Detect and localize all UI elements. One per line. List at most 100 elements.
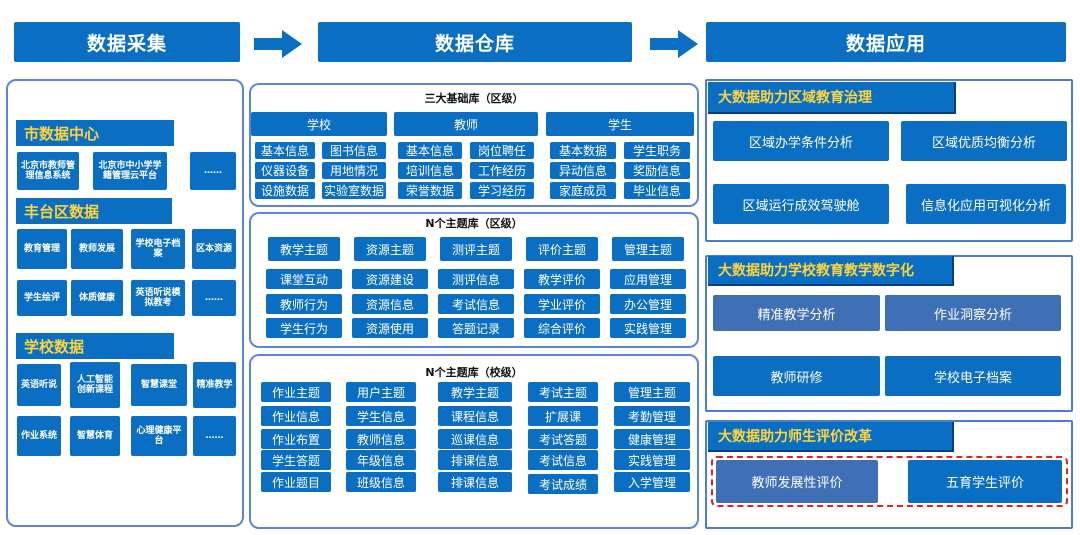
district-topic-cell: 课堂互动 <box>266 269 342 289</box>
school-topic-head: 教学主题 <box>438 382 512 402</box>
school-topic-cell: 排课信息 <box>438 450 512 470</box>
governance-item: 区域办学条件分析 <box>713 121 889 161</box>
governance-item: 区域运行成效驾驶舱 <box>713 184 889 224</box>
school-item: 英语听说 <box>17 364 61 406</box>
school-item: 心理健康平台 <box>131 416 187 456</box>
base-cell: 学习经历 <box>470 182 534 199</box>
header-data-application: 数据应用 <box>706 22 1066 62</box>
school-topic-head: 作业主题 <box>261 382 331 402</box>
school-topic-cell: 学生答题 <box>261 450 331 470</box>
school-topic-cell: 作业题目 <box>261 472 331 492</box>
district-topic-head: 管理主题 <box>612 237 684 261</box>
school-topic-cell: 学生信息 <box>346 406 416 426</box>
base-cell: 基本数据 <box>550 142 616 159</box>
base-cell: 学生职务 <box>624 142 690 159</box>
school-item: 作业系统 <box>17 416 61 456</box>
city-item: 北京市教师管理信息系统 <box>17 152 79 190</box>
base-cell: 家庭成员 <box>550 182 616 199</box>
governance-item: 区域优质均衡分析 <box>901 121 1067 161</box>
evaluation-item: 教师发展性评价 <box>716 460 878 503</box>
school-topic-head: 考试主题 <box>528 382 598 402</box>
district-topic-cell: 综合评价 <box>524 318 600 338</box>
district-item: 教师发展 <box>71 229 123 269</box>
city-item: 北京市中小学学籍管理云平台 <box>93 152 167 190</box>
school-topic-cell: 考试成绩 <box>528 474 598 494</box>
header-data-warehouse: 数据仓库 <box>318 22 632 62</box>
school-topic-cell: 入学管理 <box>614 472 690 492</box>
school-topic-cell: 作业布置 <box>261 429 331 449</box>
evaluation-item: 五育学生评价 <box>908 460 1062 503</box>
district-data-label: 丰台区数据 <box>16 198 172 224</box>
district-item: 英语听说模拟教考 <box>131 280 185 316</box>
district-item: 教育管理 <box>17 229 67 269</box>
district-topic-cell: 办公管理 <box>610 294 686 314</box>
base-cell: 荣誉数据 <box>398 182 462 199</box>
district-topic-cell: 答题记录 <box>438 318 514 338</box>
base-head: 学生 <box>546 112 694 136</box>
district-topic-title: N个主题库（区级） <box>425 217 523 230</box>
digital-item: 教师研修 <box>713 356 880 396</box>
school-topic-cell: 健康管理 <box>614 429 690 449</box>
district-item: 学生绘评 <box>17 280 67 316</box>
district-topic-cell: 资源使用 <box>352 318 428 338</box>
district-topic-cell: 教学评价 <box>524 269 600 289</box>
district-item: 体质健康 <box>71 280 123 316</box>
digital-item: 作业洞察分析 <box>885 295 1061 331</box>
base-cell: 毕业信息 <box>624 182 690 199</box>
governance-item: 信息化应用可视化分析 <box>906 184 1066 224</box>
district-topic-cell: 实践管理 <box>610 318 686 338</box>
school-topic-cell: 课程信息 <box>438 406 512 426</box>
district-topic-head: 资源主题 <box>354 237 426 261</box>
base-cell: 仪器设备 <box>255 162 315 179</box>
district-topic-cell: 资源信息 <box>352 294 428 314</box>
base-head: 学校 <box>251 112 387 136</box>
school-item: 智慧体育 <box>70 416 120 456</box>
school-data-label: 学校数据 <box>16 333 174 359</box>
base-library-title: 三大基础库（区级） <box>424 92 524 105</box>
digital-label: 大数据助力学校教育教学数字化 <box>708 256 954 286</box>
digital-item: 学校电子档案 <box>885 356 1061 396</box>
school-item: 智慧课堂 <box>131 364 187 406</box>
district-topic-cell: 学业评价 <box>524 294 600 314</box>
district-topic-cell: 应用管理 <box>610 269 686 289</box>
evaluation-dashed-box <box>711 456 1068 507</box>
school-topic-cell: 实践管理 <box>614 450 690 470</box>
base-cell: 岗位聘任 <box>470 142 534 159</box>
school-topic-cell: 扩展课 <box>528 406 598 426</box>
base-cell: 图书信息 <box>322 142 386 159</box>
governance-label: 大数据助力区域教育治理 <box>708 82 956 114</box>
base-cell: 用地情况 <box>322 162 386 179</box>
school-item: 精准教学 <box>193 362 236 408</box>
school-topic-cell: 年级信息 <box>346 450 416 470</box>
base-cell: 培训信息 <box>398 162 462 179</box>
district-topic-head: 教学主题 <box>268 237 340 261</box>
district-topic-cell: 测评信息 <box>438 269 514 289</box>
school-topic-cell: 教师信息 <box>346 429 416 449</box>
base-cell: 奖励信息 <box>624 162 690 179</box>
district-topic-cell: 考试信息 <box>438 294 514 314</box>
base-cell: 异动信息 <box>550 162 616 179</box>
school-item: 人工智能创新课程 <box>70 362 120 408</box>
district-item: …… <box>192 280 236 316</box>
school-item: …… <box>193 416 236 456</box>
evaluation-label: 大数据助力师生评价改革 <box>708 422 954 452</box>
arrow-right-icon <box>650 30 698 58</box>
base-cell: 基本信息 <box>255 142 315 159</box>
arrow-right-icon <box>254 30 302 58</box>
base-cell: 设施数据 <box>255 182 315 199</box>
district-topic-cell: 教师行为 <box>266 294 342 314</box>
school-topic-cell: 班级信息 <box>346 472 416 492</box>
district-topic-head: 测评主题 <box>440 237 512 261</box>
district-topic-cell: 学生行为 <box>266 318 342 338</box>
city-item: …… <box>190 152 236 190</box>
district-item: 区本资源 <box>192 229 236 269</box>
base-head: 教师 <box>394 112 538 136</box>
school-topic-cell: 考试信息 <box>528 450 598 470</box>
district-topic-cell: 资源建设 <box>352 269 428 289</box>
header-data-collection: 数据采集 <box>14 22 240 62</box>
school-topic-title: N个主题库（校级） <box>425 366 523 379</box>
base-cell: 基本信息 <box>398 142 462 159</box>
school-topic-cell: 作业信息 <box>261 406 331 426</box>
digital-item: 精准教学分析 <box>713 295 880 331</box>
district-topic-head: 评价主题 <box>526 237 598 261</box>
